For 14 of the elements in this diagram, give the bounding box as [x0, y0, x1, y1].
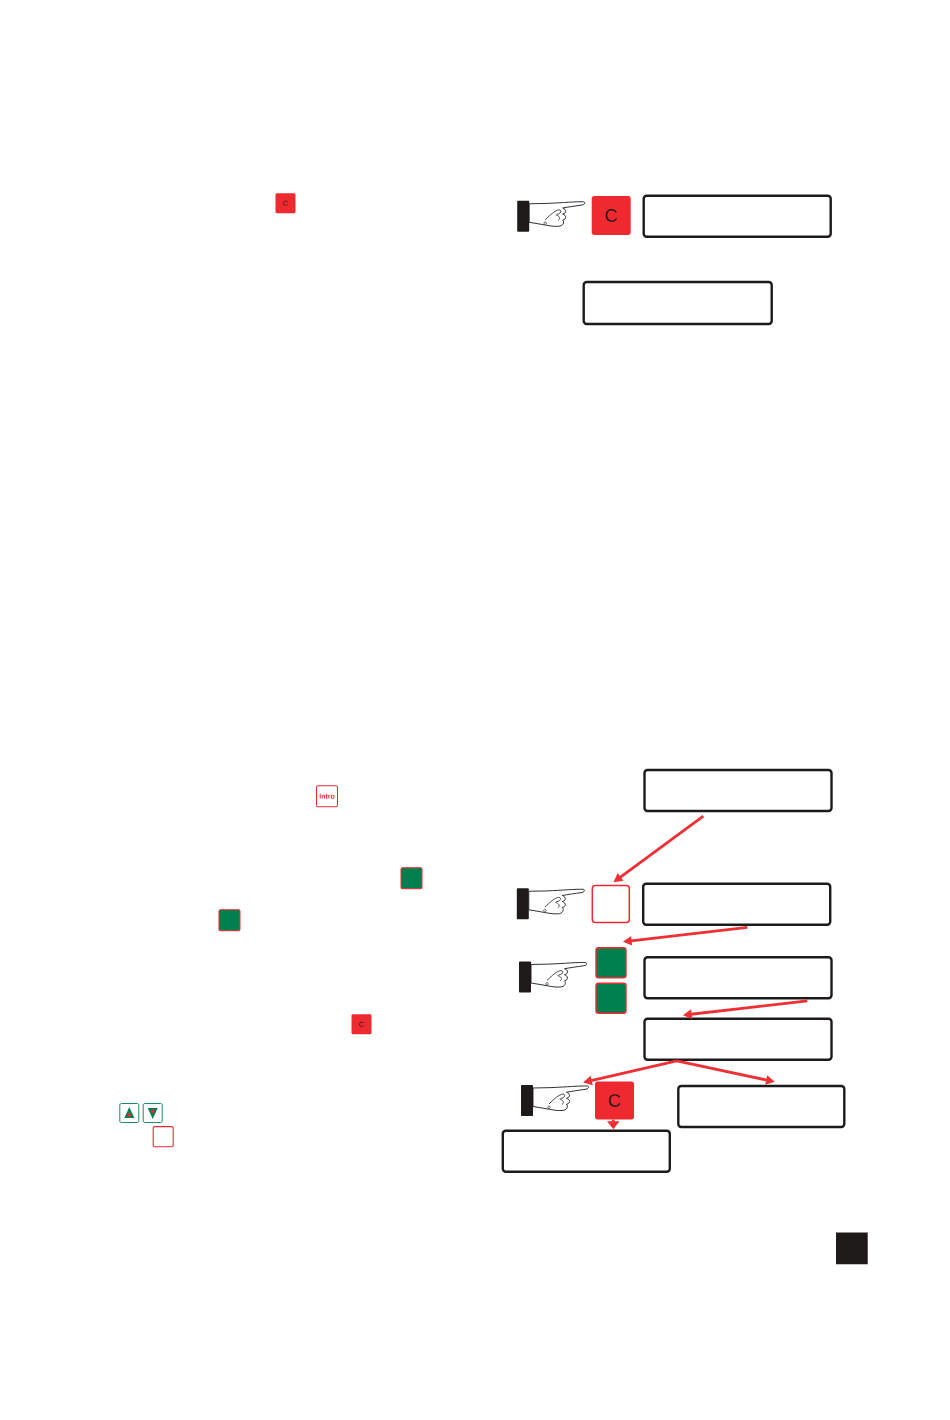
solid-key: [595, 947, 627, 979]
c-key: C: [595, 1081, 634, 1120]
display-box: [642, 194, 832, 238]
display-box: [643, 768, 833, 813]
display-box: [677, 1084, 846, 1129]
display-box: [642, 882, 832, 926]
display-box: [582, 280, 773, 326]
solid-key: [595, 982, 627, 1014]
blank-key: [591, 884, 631, 924]
pointing-hand-icon: [521, 1085, 589, 1116]
display-box: [501, 1129, 671, 1173]
display-box: [643, 956, 833, 1000]
c-key: C: [591, 196, 631, 235]
display-box: [643, 1017, 833, 1061]
